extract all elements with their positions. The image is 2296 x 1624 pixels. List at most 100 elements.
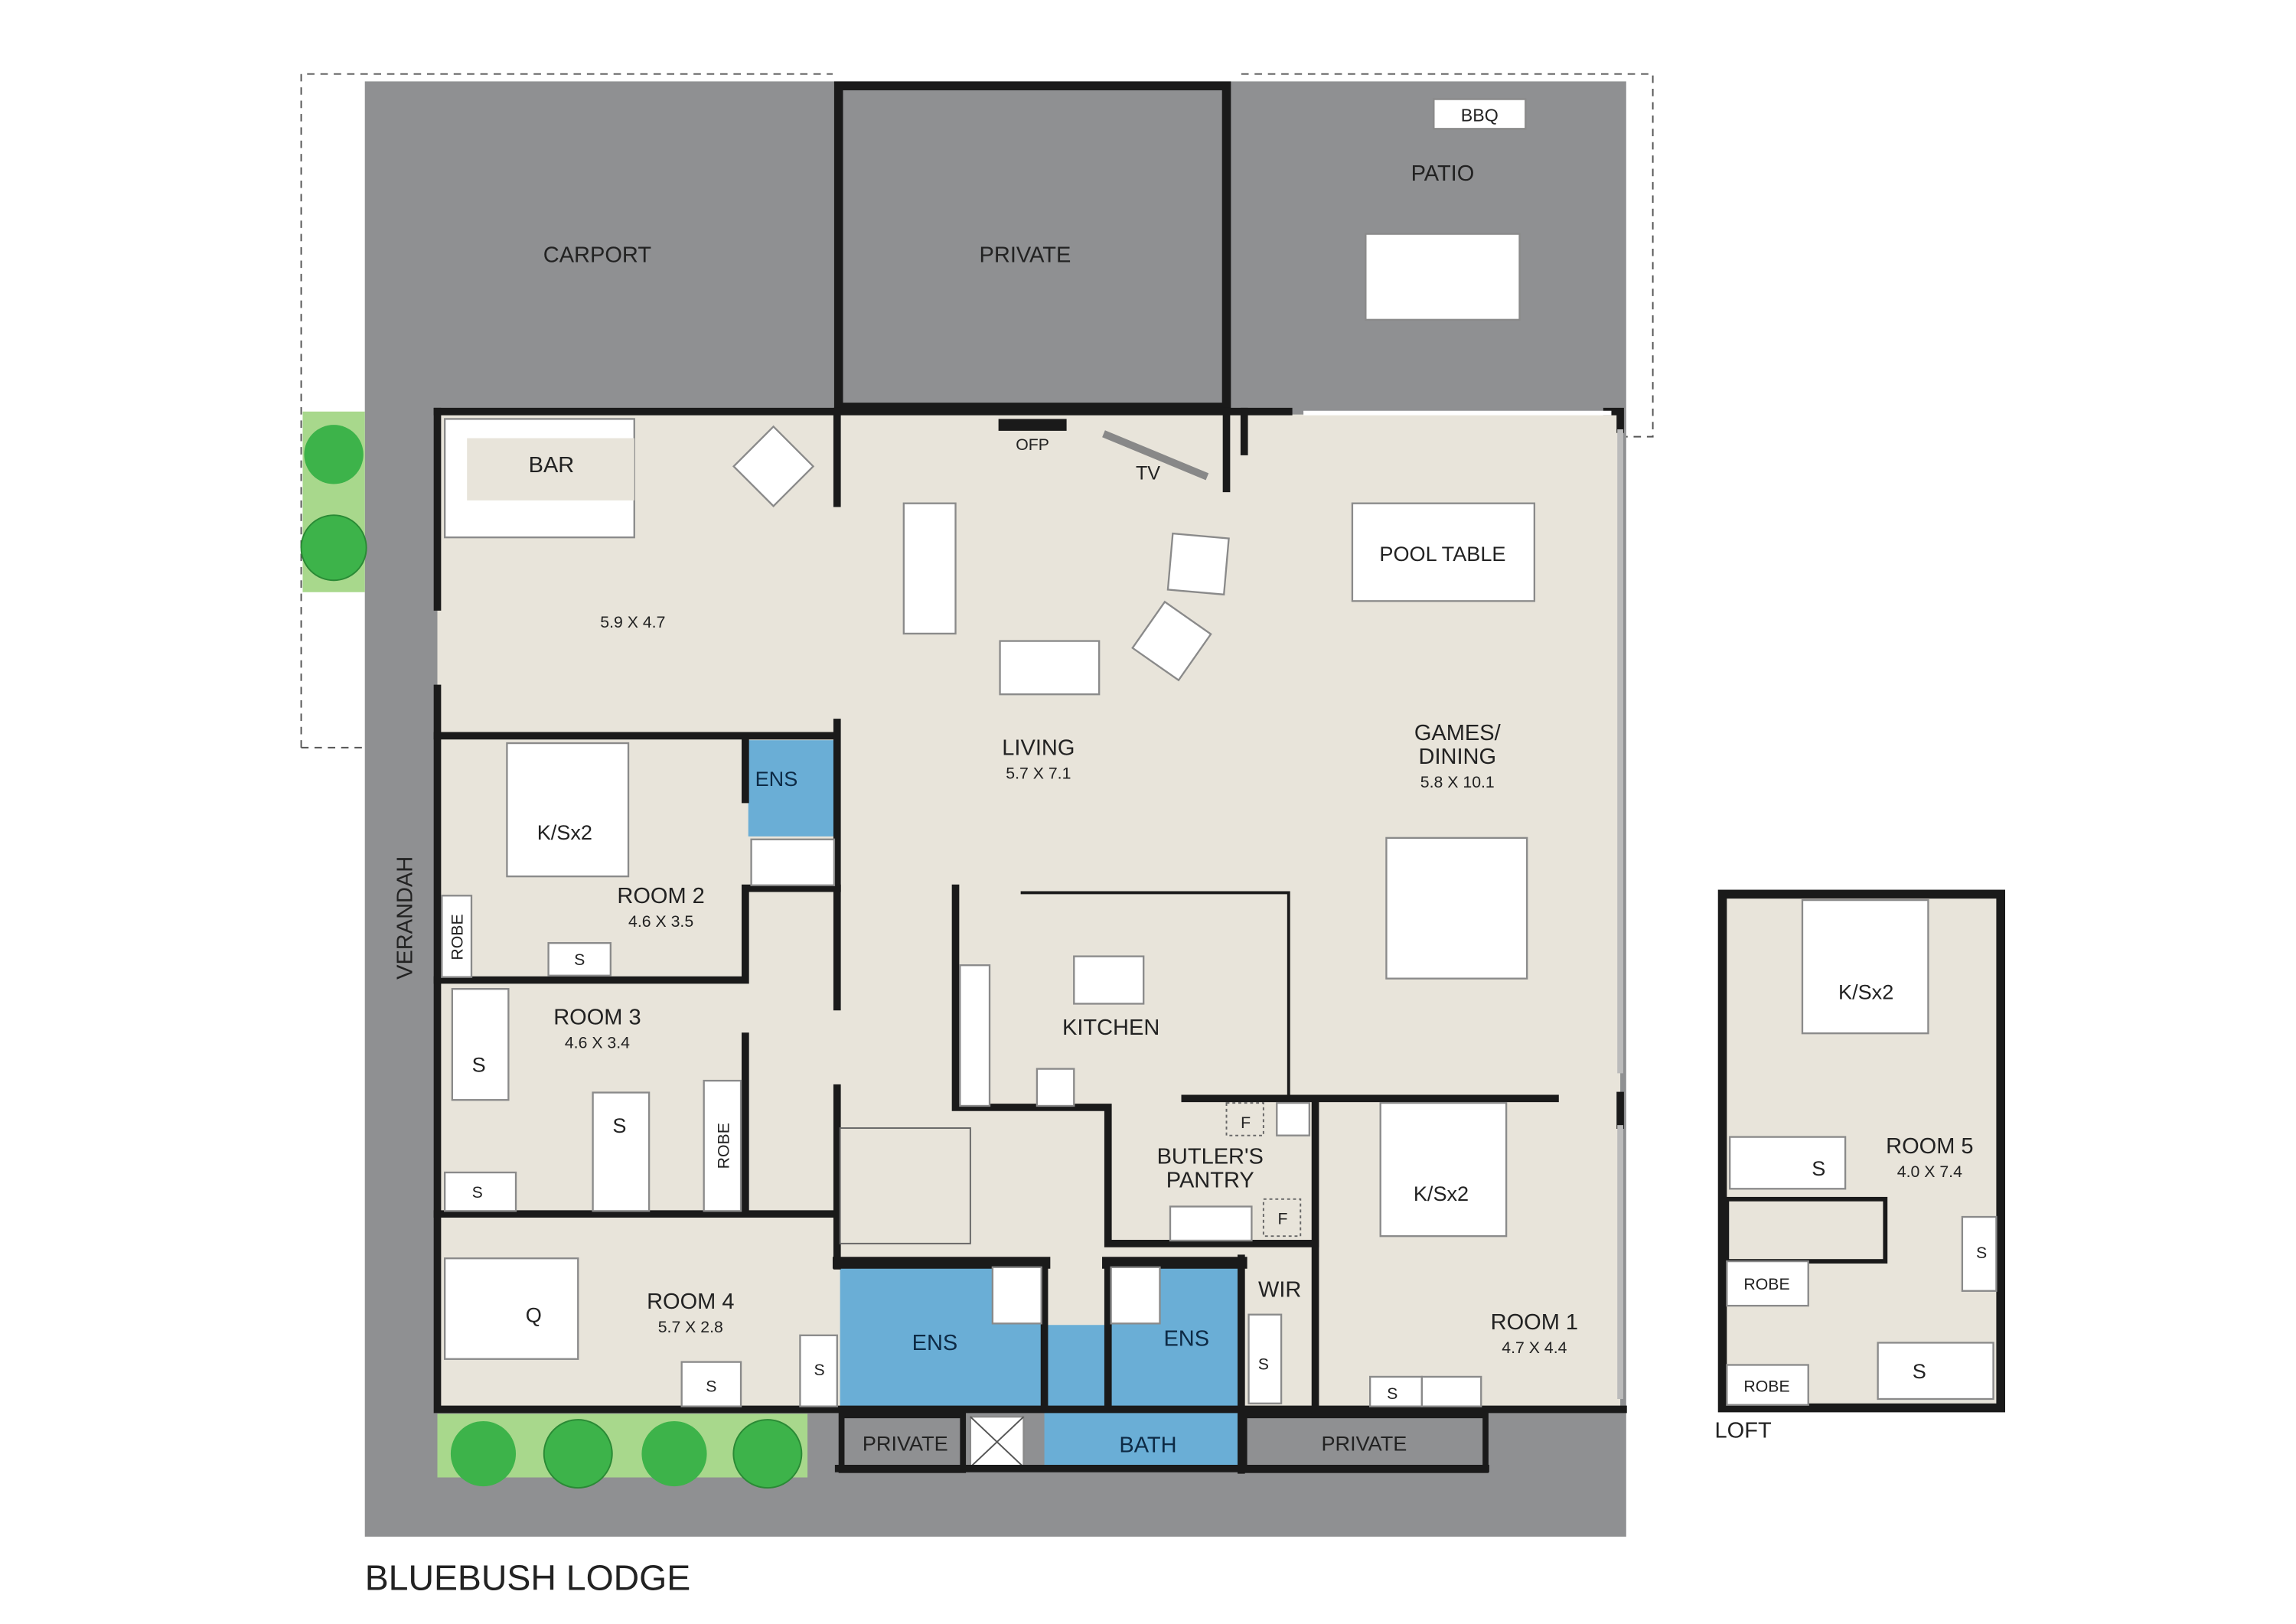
shower-cross [970, 1416, 1025, 1468]
sofa [902, 502, 957, 635]
patio-label: PATIO [1411, 161, 1475, 186]
bbq-label: BBQ [1461, 106, 1499, 126]
single-bed [1729, 1136, 1847, 1190]
kitchen-island [1073, 955, 1145, 1005]
private-top-label: PRIVATE [980, 243, 1071, 267]
room2-label: ROOM 2 [617, 884, 704, 908]
shower-ens-left [991, 1266, 1042, 1325]
single-bed [1877, 1342, 1994, 1401]
bed-room4-label: Q [526, 1303, 542, 1326]
room1-size: 4.7 X 4.4 [1502, 1339, 1567, 1357]
single-label: S [1812, 1156, 1825, 1180]
single-label: S [1387, 1384, 1397, 1403]
single-bed [547, 942, 612, 977]
games-size: 5.8 X 10.1 [1420, 773, 1495, 791]
robe-label: ROBE [715, 1123, 733, 1169]
carport-label: CARPORT [543, 243, 652, 267]
room3-size: 4.6 X 3.4 [565, 1034, 630, 1052]
ensuite-room2 [748, 740, 837, 836]
roofline-right [1241, 73, 1654, 438]
robe-loft [1726, 1260, 1809, 1307]
bar-counter-inner [467, 438, 634, 501]
tree-icon [300, 514, 367, 582]
bed-room4 [444, 1257, 579, 1360]
robe-room3 [703, 1079, 742, 1212]
room5-size: 4.0 X 7.4 [1897, 1163, 1962, 1181]
armchair [1166, 532, 1230, 596]
tv-icon [1102, 430, 1209, 481]
armchair [1131, 600, 1212, 682]
bed-room5-label: K/Sx2 [1838, 980, 1893, 1004]
bathroom [1044, 1325, 1241, 1469]
bed-room1-label: K/Sx2 [1414, 1182, 1469, 1205]
tree-icon [450, 1420, 517, 1487]
ofp-label: OFP [1016, 435, 1049, 454]
page-title: BLUEBUSH LODGE [365, 1558, 691, 1598]
loft-stairs [1724, 1196, 1888, 1264]
bed-room1 [1379, 1101, 1508, 1238]
single-label: S [612, 1114, 626, 1137]
robe-label: ROBE [448, 914, 466, 960]
private-bottom-left [838, 1412, 967, 1473]
loft-label: LOFT [1715, 1418, 1772, 1443]
ens-left-label: ENS [912, 1331, 958, 1355]
wir-label: WIR [1258, 1278, 1301, 1303]
bed-room5 [1801, 898, 1929, 1035]
games-label-1: GAMES/ [1414, 721, 1502, 745]
room3-label: ROOM 3 [553, 1006, 641, 1030]
living-label: LIVING [1002, 736, 1075, 761]
fridge-label: F [1241, 1114, 1251, 1132]
kitchen-label: KITCHEN [1062, 1016, 1159, 1040]
room2-size: 4.6 X 3.5 [628, 912, 693, 931]
bed-room2-label: K/Sx2 [537, 820, 592, 844]
room5-label: ROOM 5 [1886, 1134, 1973, 1159]
verandah-label: VERANDAH [393, 856, 418, 980]
single-label: S [706, 1377, 716, 1395]
single-bed [444, 1171, 517, 1212]
fridge-space [1262, 1198, 1302, 1238]
pool-table-label: POOL TABLE [1379, 542, 1505, 566]
private-bottom-left-label: PRIVATE [863, 1432, 948, 1456]
tree-icon [732, 1419, 803, 1489]
single-label: S [1913, 1359, 1926, 1383]
kitchen-bench [959, 964, 991, 1107]
pantry-bench [1169, 1205, 1253, 1242]
single-bed [1368, 1375, 1424, 1407]
pool-table [1351, 502, 1536, 602]
dining-table [1385, 836, 1528, 980]
single-bed [451, 987, 510, 1101]
patio-table [1365, 233, 1521, 321]
room4-label: ROOM 4 [647, 1290, 734, 1314]
fireplace-icon [998, 419, 1067, 431]
single-bed [680, 1361, 742, 1407]
robe-room2 [441, 895, 473, 978]
shower-ens-right [1110, 1266, 1161, 1325]
bar-label: BAR [529, 453, 575, 478]
single-bed [799, 1334, 838, 1407]
single-bed [1247, 1313, 1283, 1404]
ens-right-label: ENS [1163, 1326, 1209, 1351]
ens-room2-label: ENS [755, 767, 798, 791]
robe-label: ROBE [1743, 1377, 1789, 1395]
single-label: S [574, 951, 585, 969]
fridge-label: F [1278, 1210, 1288, 1228]
private-courtyard-top [833, 81, 1231, 412]
bed-room2 [506, 742, 630, 878]
single-label: S [472, 1183, 483, 1202]
games-label-2: DINING [1419, 745, 1497, 769]
shower-room2 [750, 838, 836, 886]
tv-label: TV [1136, 463, 1160, 484]
roofline-left [300, 73, 833, 748]
room1-label: ROOM 1 [1491, 1310, 1578, 1335]
single-label: S [472, 1052, 486, 1076]
stairs [839, 1127, 971, 1244]
tree-icon [304, 425, 364, 484]
single-bed [592, 1091, 651, 1212]
fridge-space [1225, 1102, 1264, 1136]
private-bottom-right-label: PRIVATE [1321, 1432, 1407, 1456]
robe-label: ROBE [1743, 1275, 1789, 1293]
room4-size: 5.7 X 2.8 [658, 1318, 723, 1336]
single-bed [1961, 1215, 1998, 1292]
bbq [1433, 98, 1527, 130]
